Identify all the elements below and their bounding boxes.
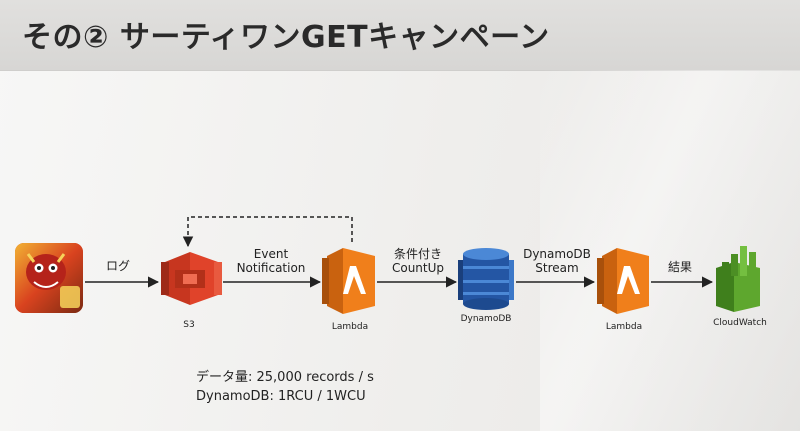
stats-data-volume: データ量: 25,000 records / s [196,370,374,385]
edge-label-conditional-countup: 条件付き CountUp [391,247,445,275]
dynamodb-icon [458,248,514,310]
slide-title: その② サーティワンGETキャンペーン [22,20,550,55]
node-caption-lambda: Lambda [605,322,643,332]
lambda-icon [597,248,649,314]
title-bar: その② サーティワンGETキャンペーン [0,0,800,71]
node-caption-s3: S3 [183,320,195,330]
edge-lambda-s3-dashed [182,216,353,248]
node-caption-cloudwatch: CloudWatch [713,318,767,328]
game-app-icon [15,243,83,313]
node-caption-dynamodb: DynamoDB [460,314,512,324]
edge-label-dynamodb-stream: DynamoDB Stream [523,247,591,275]
lambda-icon [322,248,375,314]
edge-label-event-notification: Event Notification [236,247,306,275]
stats-dynamodb-capacity: DynamoDB: 1RCU / 1WCU [196,389,366,404]
edge-label-result: 結果 [668,260,693,274]
node-caption-lambda: Lambda [331,322,369,332]
s3-bucket-icon [161,252,222,305]
edge-label-log: ログ [106,259,131,273]
stats-block: データ量: 25,000 records / s DynamoDB: 1RCU … [196,368,374,406]
slide-background-accent [540,70,800,431]
cloudwatch-icon [716,246,760,312]
